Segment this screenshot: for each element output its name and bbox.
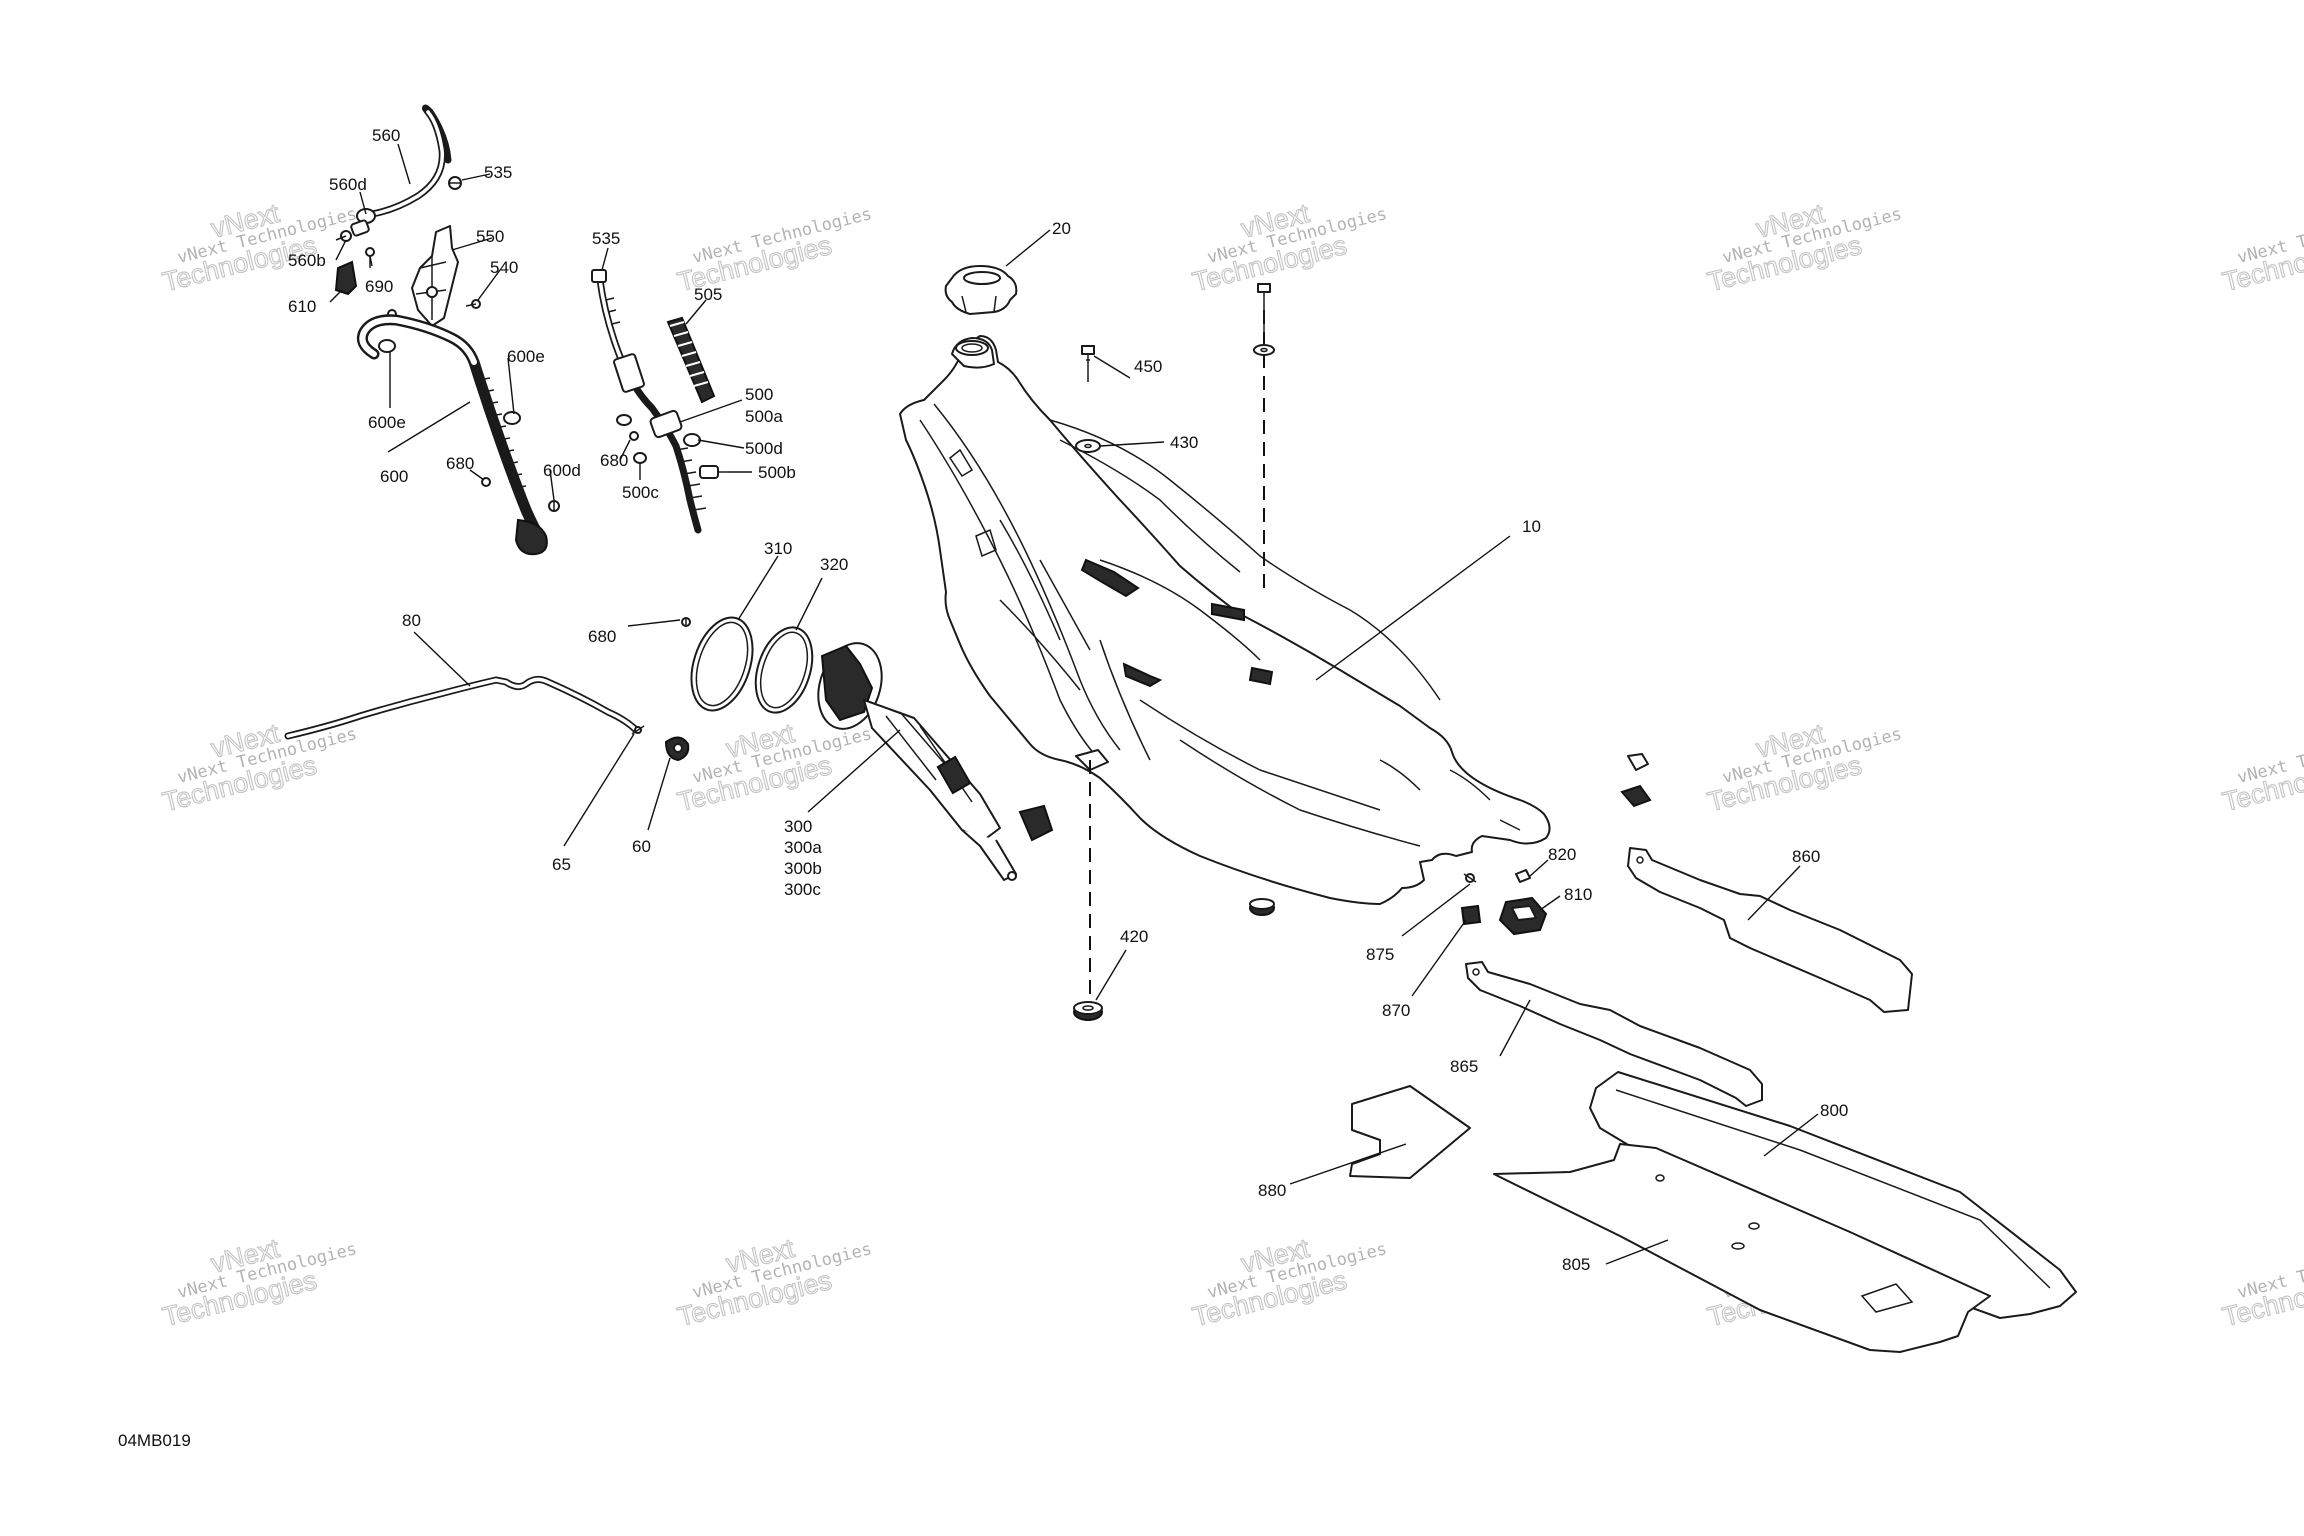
hose-clamp-560d[interactable] bbox=[350, 219, 370, 237]
callout-500b: 500b bbox=[758, 463, 796, 482]
callout-300: 300 bbox=[784, 817, 812, 836]
screw-680b[interactable] bbox=[629, 431, 639, 441]
callout-10: 10 bbox=[1522, 517, 1541, 536]
callout-500c: 500c bbox=[622, 483, 659, 502]
clamp-600d[interactable] bbox=[548, 500, 560, 512]
insulation-pad-880[interactable] bbox=[1349, 1085, 1471, 1179]
fill-hose-600[interactable] bbox=[356, 314, 548, 556]
callout-810: 810 bbox=[1564, 885, 1592, 904]
valve-560b[interactable] bbox=[335, 230, 352, 242]
screw-680c[interactable] bbox=[681, 617, 691, 627]
callout-535: 535 bbox=[592, 229, 620, 248]
nut-870[interactable] bbox=[1460, 904, 1482, 926]
fitting-60[interactable] bbox=[664, 736, 690, 762]
callout-450: 450 bbox=[1134, 357, 1162, 376]
callout-560b: 560b bbox=[288, 251, 326, 270]
callout-690: 690 bbox=[365, 277, 393, 296]
callout-420: 420 bbox=[1120, 927, 1148, 946]
callout-65: 65 bbox=[552, 855, 571, 874]
callout-680: 680 bbox=[588, 627, 616, 646]
clamp-500d[interactable] bbox=[683, 433, 701, 447]
fuel-line-80[interactable] bbox=[284, 675, 640, 740]
bolt-875[interactable] bbox=[1463, 873, 1477, 883]
callout-320: 320 bbox=[820, 555, 848, 574]
fuel-pump-300[interactable] bbox=[808, 635, 1054, 881]
screw-540[interactable] bbox=[465, 299, 481, 309]
screw-65[interactable] bbox=[631, 725, 645, 735]
clamp-500c[interactable] bbox=[633, 452, 647, 464]
callout-610: 610 bbox=[288, 297, 316, 316]
seal-320[interactable] bbox=[746, 620, 823, 720]
clip-bracket[interactable] bbox=[1620, 753, 1652, 808]
lock-ring-310[interactable] bbox=[681, 610, 764, 719]
callout-800: 800 bbox=[1820, 1101, 1848, 1120]
callout-550: 550 bbox=[476, 227, 504, 246]
callout-300a: 300a bbox=[784, 838, 822, 857]
washer-430[interactable] bbox=[1075, 439, 1101, 453]
callout-535: 535 bbox=[484, 163, 512, 182]
clamp-600e-upper[interactable] bbox=[503, 411, 521, 425]
callout-680: 680 bbox=[446, 454, 474, 473]
callout-20: 20 bbox=[1052, 219, 1071, 238]
leader-lines bbox=[329, 143, 1819, 1265]
diagram-code: 04MB019 bbox=[118, 1431, 191, 1450]
callout-300b: 300b bbox=[784, 859, 822, 878]
tee-500b[interactable] bbox=[699, 465, 728, 479]
bracket-860[interactable] bbox=[1627, 847, 1913, 1013]
callout-540: 540 bbox=[490, 258, 518, 277]
bolt-450[interactable] bbox=[1081, 345, 1095, 382]
spring-guard-505[interactable] bbox=[666, 316, 716, 404]
callout-870: 870 bbox=[1382, 1001, 1410, 1020]
callout-600: 600 bbox=[380, 467, 408, 486]
bracket-865[interactable] bbox=[1465, 961, 1763, 1107]
callout-600d: 600d bbox=[543, 461, 581, 480]
callout-310: 310 bbox=[764, 539, 792, 558]
heat-shield-800[interactable] bbox=[1589, 1071, 2077, 1319]
screw-535[interactable] bbox=[448, 176, 462, 190]
vent-hose-500[interactable] bbox=[596, 276, 707, 534]
clamp-535[interactable] bbox=[591, 269, 607, 283]
callout-60: 60 bbox=[632, 837, 651, 856]
nut-820[interactable] bbox=[1515, 869, 1531, 883]
callout-300c: 300c bbox=[784, 880, 821, 899]
grommet-420[interactable] bbox=[1073, 1001, 1103, 1021]
callout-labels: 560 560d 535 560b 550 540 690 610 600e 6… bbox=[288, 126, 1848, 1274]
fitting-500a[interactable] bbox=[616, 414, 632, 426]
callout-500a: 500a bbox=[745, 407, 783, 426]
callout-865: 865 bbox=[1450, 1057, 1478, 1076]
callout-80: 80 bbox=[402, 611, 421, 630]
callout-430: 430 bbox=[1170, 433, 1198, 452]
callout-500d: 500d bbox=[745, 439, 783, 458]
callout-680: 680 bbox=[600, 451, 628, 470]
callout-560: 560 bbox=[372, 126, 400, 145]
callout-500: 500 bbox=[745, 385, 773, 404]
vent-hose-560[interactable] bbox=[356, 104, 452, 224]
callout-820: 820 bbox=[1548, 845, 1576, 864]
callout-860: 860 bbox=[1792, 847, 1820, 866]
callout-600e: 600e bbox=[368, 413, 406, 432]
clip-610[interactable] bbox=[334, 260, 358, 296]
callout-600e: 600e bbox=[507, 347, 545, 366]
clip-810[interactable] bbox=[1498, 896, 1548, 936]
bolt-top[interactable] bbox=[1257, 283, 1271, 336]
grommet-tank[interactable] bbox=[1249, 898, 1275, 916]
bracket-550[interactable] bbox=[411, 225, 459, 327]
callout-560d: 560d bbox=[329, 175, 367, 194]
washer-top[interactable] bbox=[1253, 344, 1275, 356]
heat-shield-805[interactable] bbox=[1493, 1143, 1991, 1353]
fuel-tank-10[interactable] bbox=[899, 335, 1551, 905]
callout-880: 880 bbox=[1258, 1181, 1286, 1200]
filler-cap-20[interactable] bbox=[944, 265, 1018, 315]
callout-505: 505 bbox=[694, 285, 722, 304]
callout-805: 805 bbox=[1562, 1255, 1590, 1274]
callout-875: 875 bbox=[1366, 945, 1394, 964]
clamp-600e-lower[interactable] bbox=[378, 339, 396, 353]
